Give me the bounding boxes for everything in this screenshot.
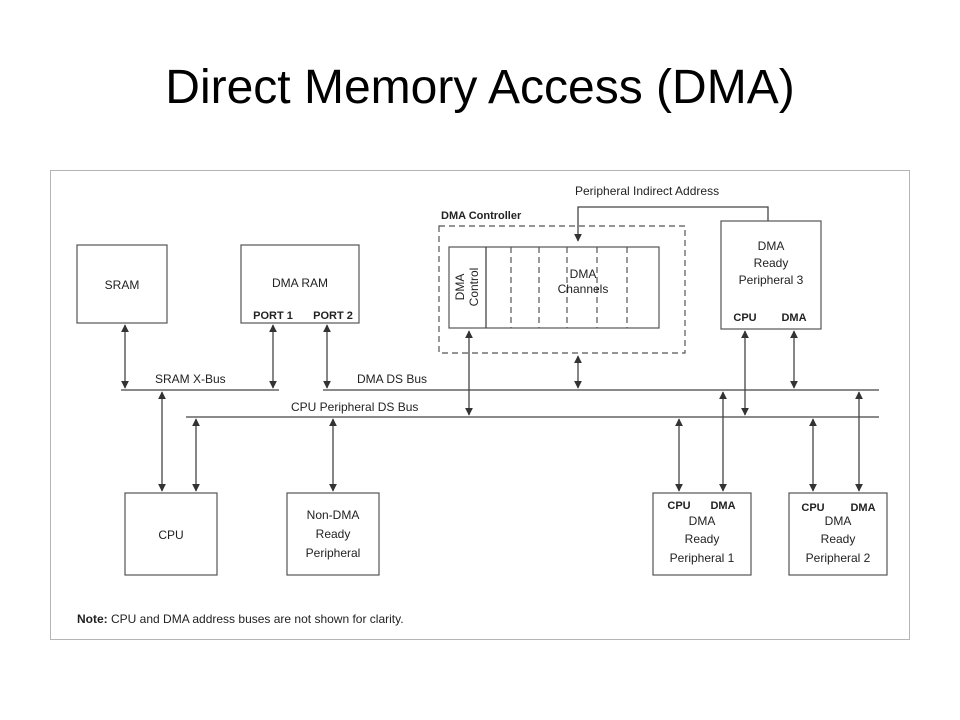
peripheral3-label-line3: Peripheral 3	[739, 273, 804, 287]
port2-label: PORT 2	[313, 310, 353, 322]
peripheral2-cpu-port: CPU	[801, 502, 824, 514]
non-dma-peripheral-box	[286, 492, 380, 576]
peripheral3-label-line2: Ready	[754, 256, 789, 270]
peripheral1-label-line1: DMA	[689, 514, 716, 528]
cpu-box	[124, 492, 218, 576]
peripheral-indirect-address-line	[574, 206, 769, 242]
dma-diagram: SRAM DMA RAM PORT 1 PORT 2 DMA Controlle…	[50, 170, 910, 640]
peripheral3-cpu-port: CPU	[733, 312, 756, 324]
peripheral3-dma-port: DMA	[781, 312, 806, 324]
dma-controller-dashed-box	[438, 225, 686, 354]
peripheral1-dma-port: DMA	[710, 500, 735, 512]
non-dma-label-line1: Non-DMA	[307, 508, 360, 522]
slide-title: Direct Memory Access (DMA)	[165, 61, 795, 114]
dma-control-label-line1: DMA	[453, 274, 467, 301]
peripheral2-label-line3: Peripheral 2	[806, 551, 871, 565]
peripheral1-label-line3: Peripheral 1	[670, 551, 735, 565]
peripheral1-box	[652, 492, 752, 576]
peripheral1-cpu-port: CPU	[667, 500, 690, 512]
dma-control-label-line2: Control	[467, 268, 481, 307]
dma-channels-label-line2: Channels	[558, 282, 609, 296]
dma-ds-bus-label: DMA DS Bus	[357, 372, 427, 386]
note-label: Note:	[77, 612, 108, 626]
peripheral2-dma-port: DMA	[850, 502, 875, 514]
sram-xbus-label: SRAM X-Bus	[155, 372, 226, 386]
dma-controller-label: DMA Controller	[441, 210, 522, 222]
peripheral-indirect-address-label: Peripheral Indirect Address	[575, 184, 719, 198]
sram-box	[76, 244, 168, 324]
dma-channels-box	[448, 246, 660, 329]
non-dma-label-line2: Ready	[316, 527, 351, 541]
dma-ram-label: DMA RAM	[272, 276, 328, 290]
dma-channels-label-line1: DMA	[570, 267, 597, 281]
peripheral2-label-line1: DMA	[825, 514, 852, 528]
cpu-peripheral-ds-bus-label: CPU Peripheral DS Bus	[291, 400, 418, 414]
sram-label: SRAM	[105, 278, 140, 292]
dma-ram-box	[240, 244, 360, 324]
peripheral3-label-line1: DMA	[758, 239, 785, 253]
non-dma-label-line3: Peripheral	[306, 546, 361, 560]
peripheral2-label-line2: Ready	[821, 532, 856, 546]
port1-label: PORT 1	[253, 310, 293, 322]
peripheral1-label-line2: Ready	[685, 532, 720, 546]
peripheral2-box	[788, 492, 888, 576]
diagram-canvas: SRAM DMA RAM PORT 1 PORT 2 DMA Controlle…	[76, 184, 888, 626]
cpu-label: CPU	[158, 528, 183, 542]
peripheral3-box	[720, 220, 822, 330]
note-text: CPU and DMA address buses are not shown …	[108, 612, 404, 626]
diagram-note: Note: CPU and DMA address buses are not …	[77, 612, 404, 626]
